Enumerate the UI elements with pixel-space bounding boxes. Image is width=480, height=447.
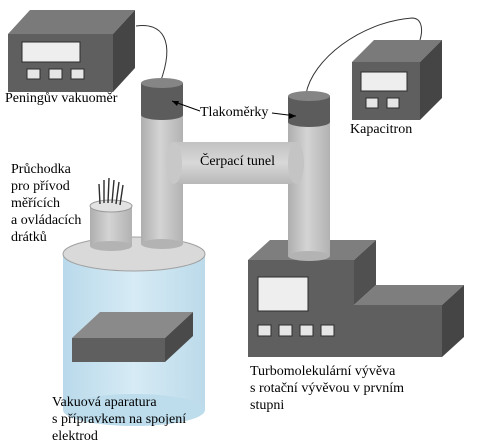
feedthrough xyxy=(89,177,133,251)
penning-gauge-label: Peningův vakuoměr xyxy=(5,91,118,106)
penning-gauge-head xyxy=(141,83,183,115)
feedthrough-label: Průchodka pro přívod měřících a ovládací… xyxy=(11,162,82,245)
turbo-display xyxy=(257,276,309,312)
right-vertical-pipe xyxy=(288,91,330,261)
capacitron-cable xyxy=(305,17,423,95)
turbo-button-4 xyxy=(320,324,335,337)
turbo-button-3 xyxy=(299,324,314,337)
penning-button-3 xyxy=(70,68,85,80)
turbo-pump-label: Turbomolekulární vývěva s rotační vývěvo… xyxy=(250,364,404,413)
penning-cable xyxy=(135,24,168,84)
feedthrough-wires xyxy=(98,177,124,206)
pumping-tunnel xyxy=(166,142,304,184)
capacitron-display xyxy=(360,71,408,92)
capacitron-button-2 xyxy=(386,97,400,109)
electrode-fixture xyxy=(72,312,193,362)
vacuum-chamber xyxy=(62,236,206,426)
penning-button-2 xyxy=(48,68,63,80)
capacitron-button-1 xyxy=(365,97,379,109)
penning-gauge-controller xyxy=(8,10,135,92)
penning-button-1 xyxy=(26,68,41,80)
pumping-tunnel-label: Čerpací tunel xyxy=(200,154,276,169)
pressure-gauges-label: Tlakoměrky xyxy=(200,105,269,120)
turbo-button-1 xyxy=(257,324,272,337)
capacitron-controller xyxy=(352,40,442,120)
left-vertical-pipe xyxy=(141,78,183,249)
capacitron-label: Kapacitron xyxy=(350,122,413,137)
vacuum-chamber-label: Vakuová aparatura s přípravkem na spojen… xyxy=(52,395,187,444)
turbo-pump-unit xyxy=(248,240,464,357)
penning-display xyxy=(21,41,81,63)
turbo-button-2 xyxy=(278,324,293,337)
